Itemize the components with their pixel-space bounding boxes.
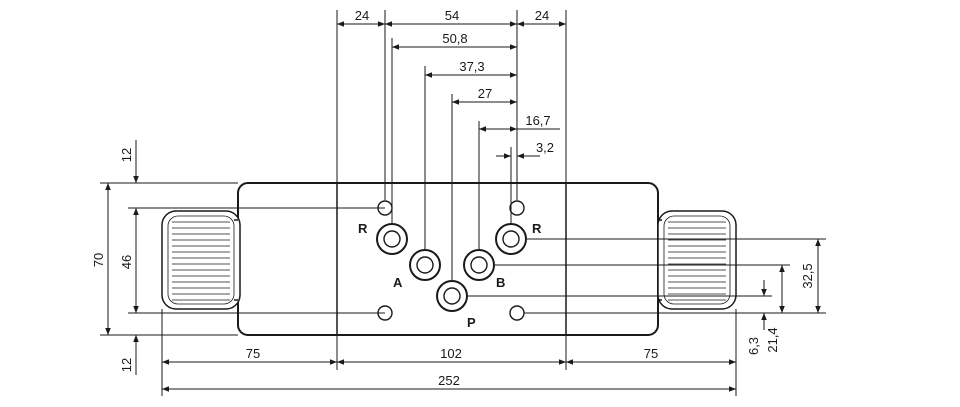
dim-37-3: 37,3: [459, 59, 484, 74]
right-dimensions: [467, 238, 826, 330]
dim-46: 46: [119, 255, 134, 269]
dim-75-right: 75: [644, 346, 658, 361]
dim-70: 70: [91, 253, 106, 267]
dim-24-right: 24: [535, 8, 549, 23]
port-label-r-left: R: [358, 221, 368, 236]
dim-102: 102: [440, 346, 462, 361]
bottom-dimensions: [161, 309, 737, 396]
port-label-a: A: [393, 275, 403, 290]
dim-54: 54: [445, 8, 459, 23]
dim-12-top: 12: [119, 148, 134, 162]
port-label-r-right: R: [532, 221, 542, 236]
dim-32-5: 32,5: [800, 263, 815, 288]
dim-21-4: 21,4: [765, 327, 780, 352]
dim-24-left: 24: [355, 8, 369, 23]
left-dimensions: [100, 140, 385, 375]
left-solenoid-nut: [161, 210, 241, 310]
valve-housing: [237, 182, 659, 336]
top-dimensions: [336, 10, 567, 281]
dim-6-3: 6,3: [746, 337, 761, 355]
right-solenoid-nut: [657, 210, 737, 310]
dim-27: 27: [478, 86, 492, 101]
dim-252: 252: [438, 373, 460, 388]
dim-3-2: 3,2: [536, 140, 554, 155]
dim-50-8: 50,8: [442, 31, 467, 46]
port-label-p: P: [467, 315, 476, 330]
port-label-b: B: [496, 275, 505, 290]
fixing-hole-top-right: [509, 200, 525, 216]
dim-16-7: 16,7: [525, 113, 550, 128]
dim-12-bottom: 12: [119, 358, 134, 372]
dim-75-left: 75: [246, 346, 260, 361]
valve-body: [237, 182, 659, 336]
